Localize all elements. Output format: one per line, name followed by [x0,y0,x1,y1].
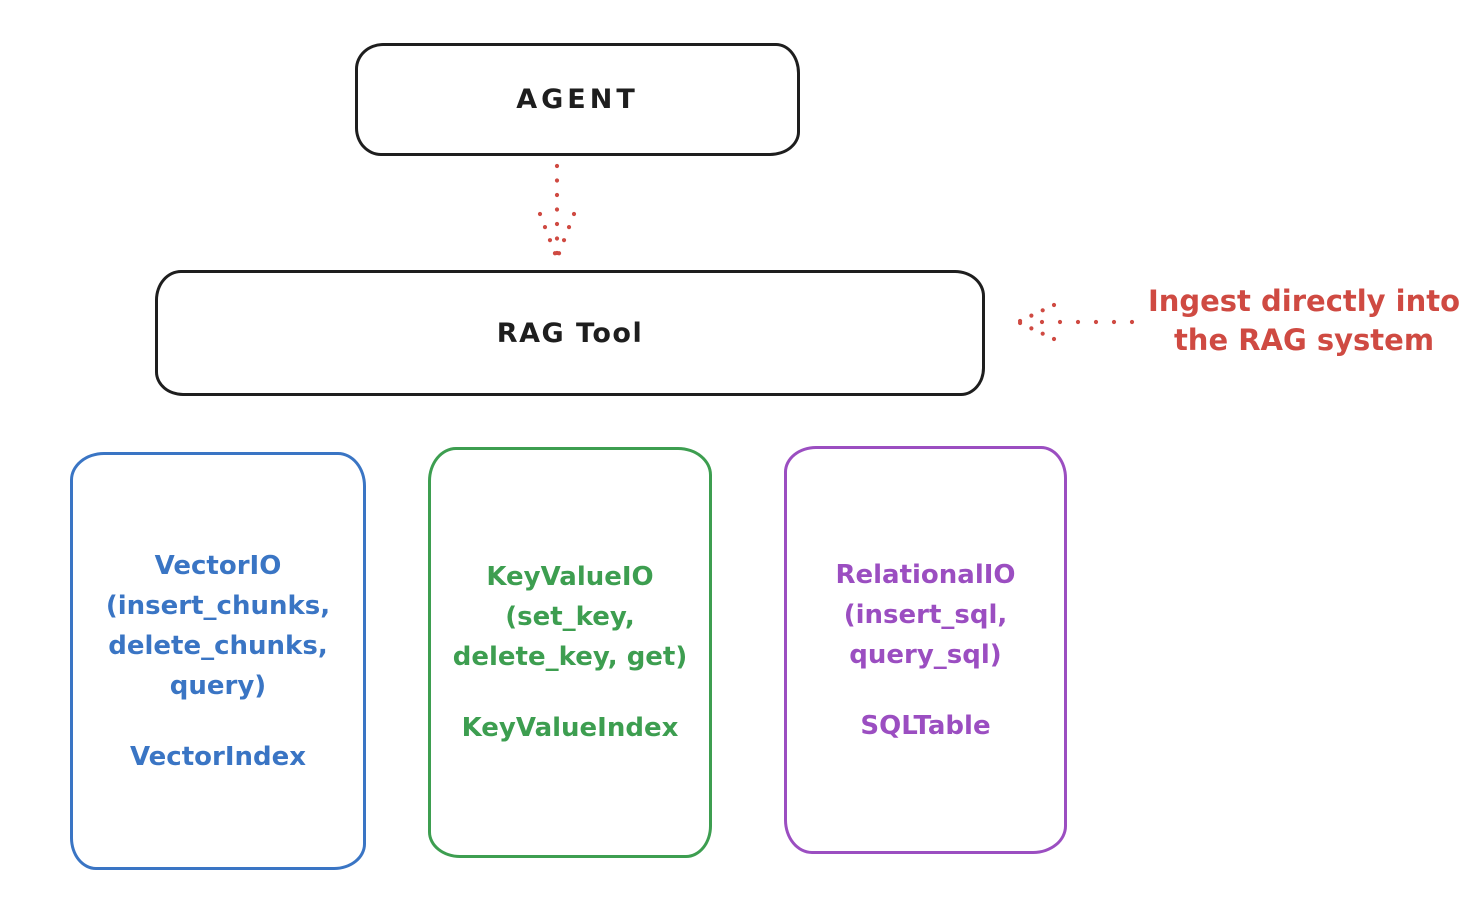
key-value-io-node: KeyValueIO (set_key, delete_key, get) Ke… [428,447,712,858]
relational-io-node: RelationalIO (insert_sql, query_sql) SQL… [784,446,1067,854]
ingest-annotation-line1: Ingest directly into [1147,284,1461,318]
vector-index-label: VectorIndex [129,741,307,772]
ingest-arrow [1017,302,1135,342]
ingest-annotation: Ingest directly into the RAG system [1134,282,1474,360]
rag-tool-label: RAG Tool [496,317,644,349]
vector-io-node: VectorIO (insert_chunks, delete_chunks, … [70,452,366,870]
rag-tool-node: RAG Tool [155,270,985,396]
relational-io-label: RelationalIO (insert_sql, query_sql) [835,559,1016,670]
agent-to-rag-tool-arrow [537,163,577,259]
agent-label: AGENT [516,84,639,115]
agent-node: AGENT [355,43,800,156]
key-value-io-label: KeyValueIO (set_key, delete_key, get) [452,562,688,672]
vector-io-label: VectorIO (insert_chunks, delete_chunks, … [105,550,331,701]
key-value-index-label: KeyValueIndex [461,713,679,743]
sql-table-label: SQLTable [860,710,991,741]
ingest-annotation-line2: the RAG system [1173,323,1435,357]
